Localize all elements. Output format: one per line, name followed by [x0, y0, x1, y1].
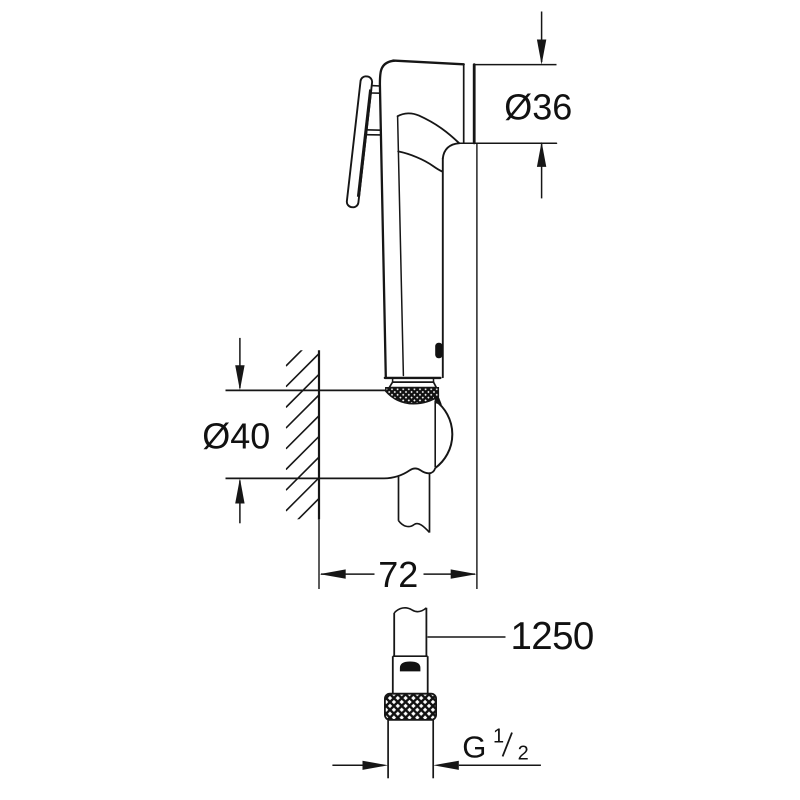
svg-text:2: 2 [518, 742, 529, 764]
svg-text:1250: 1250 [511, 615, 594, 658]
svg-text:G: G [462, 730, 486, 765]
svg-text:72: 72 [378, 554, 418, 595]
svg-text:Ø36: Ø36 [504, 86, 572, 127]
svg-text:Ø40: Ø40 [202, 416, 270, 457]
svg-text:1: 1 [493, 725, 504, 747]
